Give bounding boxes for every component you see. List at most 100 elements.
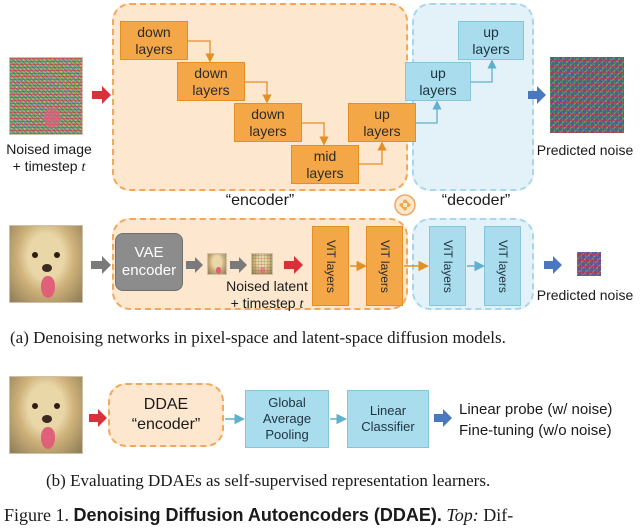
vit-2-text: ViT layers — [378, 239, 392, 293]
input-label-line2-wrap: + timestep t — [0, 158, 98, 176]
swap-arrows-icon — [399, 199, 411, 211]
input-label: Noised image + timestep t — [0, 141, 98, 176]
vae-l1: VAE — [134, 244, 164, 261]
down-2-l1: down — [194, 64, 228, 81]
figure-caption-italic: Top: — [441, 505, 479, 525]
ddae-encoder-block: DDAE “encoder” — [108, 383, 224, 447]
ddae-text: DDAE “encoder” — [132, 395, 200, 435]
clean-image — [9, 225, 83, 303]
mid-l1: mid — [313, 147, 337, 164]
vit-3-text: ViT layers — [441, 239, 455, 293]
linear-l1: Linear — [369, 403, 407, 418]
swap-icon — [394, 194, 416, 216]
latent-label: Noised latent + timestep t — [212, 278, 322, 313]
latent-image — [207, 253, 227, 275]
predicted-noise-image-2 — [577, 252, 601, 276]
latent-label-line2-wrap: + timestep t — [212, 295, 322, 313]
decoder-label: “decoder” — [441, 192, 511, 209]
dog-nose-icon — [42, 264, 52, 272]
noised-image — [9, 57, 83, 135]
vit-layers-block-1: ViT layers — [312, 226, 349, 306]
gray-arrow-1 — [91, 256, 111, 274]
b-dog-eye-right-icon — [54, 403, 60, 409]
linear-probe-text: Linear probe (w/ noise) — [459, 401, 613, 418]
input-label-line1: Noised image — [6, 141, 92, 157]
b-dog-eye-left-icon — [32, 403, 38, 409]
up-2-l2: layers — [419, 81, 457, 98]
vit-1-text: ViT layers — [324, 239, 338, 293]
encoder-label: “encoder” — [225, 192, 295, 209]
fine-tuning-text: Fine-tuning (w/o noise) — [459, 422, 612, 439]
down-2-l2: layers — [192, 81, 230, 98]
vit-layers-block-4: ViT layers — [484, 226, 521, 306]
figure-caption-prefix: Figure 1. — [4, 505, 74, 525]
down-3-l2: layers — [249, 122, 287, 139]
input-label-line2: + timestep — [12, 158, 78, 174]
ddae-outputs: Linear probe (w/ noise) Fine-tuning (w/o… — [459, 399, 612, 441]
predicted-noise-image — [550, 57, 624, 133]
ddae-l1: DDAE — [143, 396, 189, 413]
down-1-l1: down — [137, 23, 171, 40]
dog-eye-left-icon — [32, 252, 38, 258]
predicted-noise-label-2: Predicted noise — [536, 287, 634, 303]
dog-tongue-icon — [44, 108, 60, 128]
vit-layers-block-2: ViT layers — [366, 226, 403, 306]
up-1-l1: up — [374, 105, 390, 122]
latent-timestep-symbol: t — [299, 297, 304, 312]
blue-arrow-b — [434, 409, 452, 427]
up-2-l1: up — [430, 64, 446, 81]
dog-eye-right-icon — [54, 252, 60, 258]
up-1-l2: layers — [363, 122, 401, 139]
blue-arrow-bottom — [544, 256, 562, 274]
gap-l2: Average — [262, 411, 312, 426]
dog-tongue-icon-2 — [41, 276, 55, 298]
red-arrow-b — [89, 409, 107, 427]
figure-caption-rest: Dif- — [478, 505, 514, 525]
timestep-symbol: t — [81, 160, 86, 175]
mid-l2: layers — [306, 164, 344, 181]
down-3-l1: down — [251, 105, 285, 122]
noised-latent-image — [251, 253, 273, 275]
vit-layers-block-3: ViT layers — [429, 226, 466, 306]
gap-l1: Global — [268, 395, 306, 410]
latent-tongue-icon — [216, 267, 221, 274]
vae-l2: encoder — [121, 262, 177, 279]
gap-l3: Pooling — [265, 427, 309, 442]
up-3-l2: layers — [472, 40, 510, 57]
latent-label-line1: Noised latent — [226, 278, 308, 294]
ddae-l2: “encoder” — [131, 416, 201, 433]
figure-caption: Figure 1. Denoising Diffusion Autoencode… — [4, 505, 513, 526]
latent-label-line2: + timestep — [230, 295, 296, 311]
figure-caption-bold: Denoising Diffusion Autoencoders (DDAE). — [73, 505, 442, 525]
noised-latent-tongue-icon — [260, 267, 265, 274]
linear-l2: Classifier — [361, 419, 415, 434]
predicted-noise-label: Predicted noise — [536, 142, 634, 158]
down-1-l2: layers — [135, 40, 173, 57]
vit-4-text: ViT layers — [496, 239, 510, 293]
red-arrow-top — [92, 86, 111, 104]
caption-b: (b) Evaluating DDAEs as self-supervised … — [46, 471, 491, 490]
b-dog-nose-icon — [42, 415, 52, 423]
up-3-l1: up — [483, 23, 499, 40]
caption-a: (a) Denoising networks in pixel-space an… — [10, 328, 506, 347]
